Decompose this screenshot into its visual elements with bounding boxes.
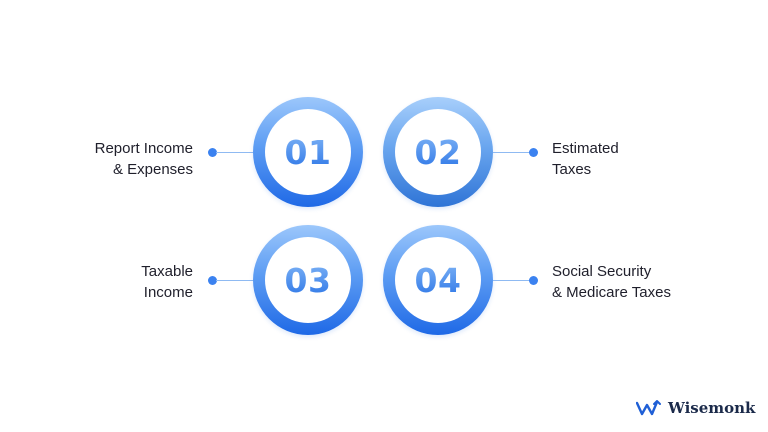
step-2-circle: 02 xyxy=(383,97,493,207)
step-2-connector-dot xyxy=(529,148,538,157)
step-4-circle: 04 xyxy=(383,225,493,335)
step-2-label-line1: Estimated xyxy=(552,140,619,157)
step-3-connector-dot xyxy=(208,276,217,285)
step-2-label: Estimated Taxes xyxy=(552,138,619,180)
step-3-circle: 03 xyxy=(253,225,363,335)
step-1-label-line1: Report Income xyxy=(94,140,193,157)
step-4-number: 04 xyxy=(414,260,462,300)
brand-logo: Wisemonk xyxy=(636,397,755,419)
step-3-label-line1: Taxable xyxy=(141,263,193,280)
step-2-connector-line xyxy=(493,152,531,153)
step-2-label-line2: Taxes xyxy=(552,161,592,178)
step-1-number: 01 xyxy=(284,132,332,172)
step-4-label-line2: & Medicare Taxes xyxy=(552,284,671,301)
step-3-number: 03 xyxy=(284,260,332,300)
step-4-label: Social Security & Medicare Taxes xyxy=(552,261,671,303)
wisemonk-logo-icon xyxy=(636,400,661,416)
step-1-circle: 01 xyxy=(253,97,363,207)
step-4-label-line1: Social Security xyxy=(552,263,652,280)
step-2-number: 02 xyxy=(414,132,462,172)
step-1-label: Report Income & Expenses xyxy=(95,138,193,180)
step-3-label: Taxable Income xyxy=(141,261,193,303)
brand-name: Wisemonk xyxy=(668,399,756,417)
step-3-label-line2: Income xyxy=(143,284,193,301)
step-1-connector-line xyxy=(216,152,254,153)
step-1-connector-dot xyxy=(208,148,217,157)
step-4-connector-dot xyxy=(529,276,538,285)
step-1-label-line2: & Expenses xyxy=(112,161,193,178)
step-3-connector-line xyxy=(216,280,254,281)
step-4-connector-line xyxy=(493,280,531,281)
